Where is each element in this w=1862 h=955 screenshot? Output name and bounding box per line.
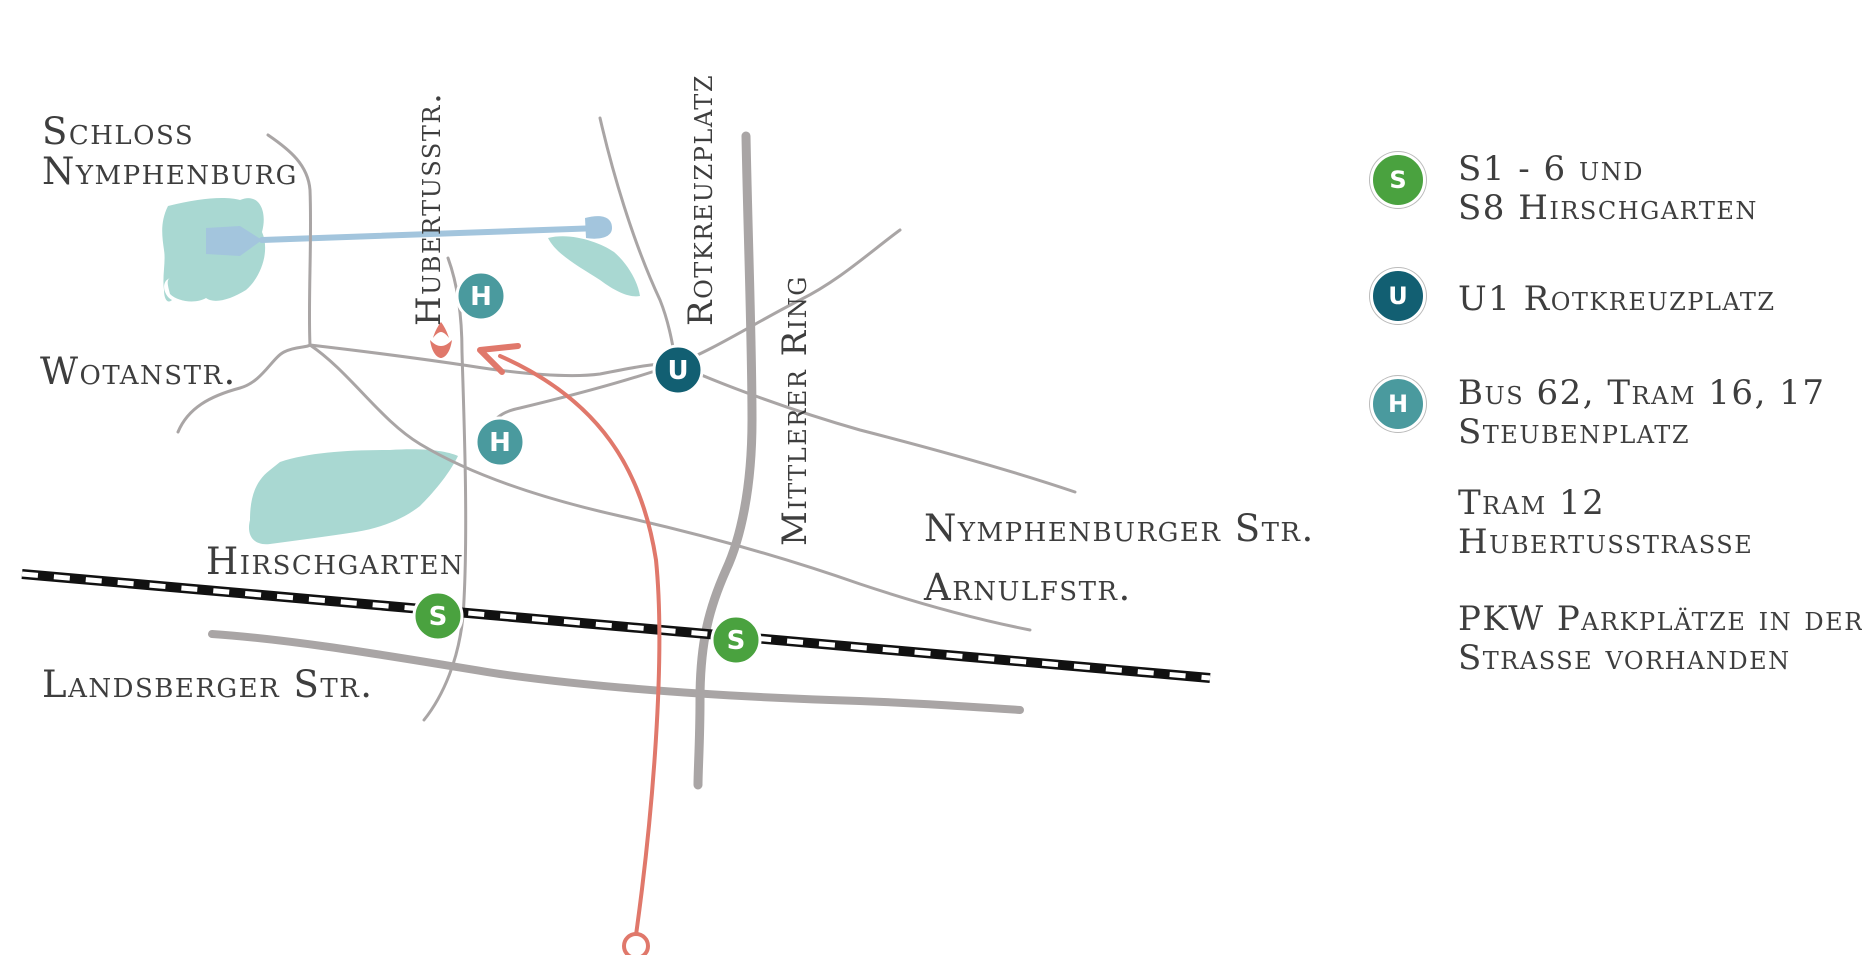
tulip-body [430, 340, 452, 358]
legend-line: PKW Parkplätze in der [1458, 599, 1862, 639]
hirschgarten-park [248, 449, 458, 545]
u-bahn-badge-icon: U [1370, 268, 1426, 324]
legend-parking: PKW Parkplätze in der Strasse vorhanden [1370, 599, 1862, 678]
stop-badge-hubertus: H [455, 270, 507, 322]
road-rotkreuz-north [598, 116, 678, 366]
tulip-logo-icon [430, 322, 452, 358]
road-wotan [176, 343, 312, 434]
legend-line: S8 Hirschgarten [1458, 188, 1758, 228]
legend-line: Hubertusstrasse [1458, 522, 1754, 562]
canal-basin [585, 216, 612, 239]
legend-bus: H Bus 62, Tram 16, 17 Steubenplatz [1370, 374, 1850, 452]
route-line [498, 354, 662, 937]
legend-tram: Tram 12 Hubertusstrasse [1370, 484, 1850, 562]
stop-letter: H [489, 428, 511, 458]
road-arnulf [308, 343, 1032, 632]
road-mittlerer-ring [693, 131, 757, 790]
tulip-petal [433, 322, 449, 338]
schloss-palace [206, 226, 262, 256]
legend-u-bahn-text: U1 Rotkreuzplatz [1458, 266, 1850, 319]
legend-parking-text: PKW Parkplätze in der Strasse vorhanden [1458, 599, 1862, 678]
label-nymphenburg: Nymphenburg [42, 150, 298, 193]
label-mittlerer-ring: Mittlerer Ring [775, 275, 815, 546]
u-bahn-circle [652, 344, 704, 396]
s-bahn-letter: S [727, 626, 746, 656]
railway [21, 569, 1211, 683]
legend-line: Tram 12 [1458, 483, 1606, 523]
label-nymphenburger: Nymphenburger Str. [924, 507, 1315, 550]
legend-tram-text: Tram 12 Hubertusstrasse [1458, 484, 1850, 562]
legend-line: Bus 62, Tram 16, 17 [1458, 373, 1826, 413]
canal [259, 225, 603, 243]
label-hubertusstr: Hubertusstr. [409, 92, 449, 326]
legend: S S1 - 6 und S8 Hirschgarten U U1 Rotkre… [1370, 150, 1862, 716]
schloss-park [162, 198, 266, 302]
road-schloss-west [266, 133, 313, 347]
stop-badge-steubenplatz: H [474, 416, 526, 468]
label-hirschgarten: Hirschgarten [206, 540, 464, 583]
legend-u-bahn: U U1 Rotkreuzplatz [1370, 266, 1850, 336]
s-bahn-badge-hirschgarten: S [412, 590, 464, 642]
route-arrow-head [477, 343, 521, 375]
road-hubertus [422, 256, 468, 722]
legend-bus-text: Bus 62, Tram 16, 17 Steubenplatz [1458, 374, 1850, 452]
label-wotanstr: Wotanstr. [40, 350, 237, 393]
label-landsberger: Landsberger Str. [42, 663, 374, 706]
label-arnulfstr: Arnulfstr. [923, 566, 1132, 609]
route-start-circle-icon [622, 932, 650, 955]
road-network [176, 116, 1077, 790]
stop-letter: H [470, 282, 492, 312]
road-landsberger [208, 630, 1024, 714]
legend-s-bahn-text: S1 - 6 und S8 Hirschgarten [1458, 150, 1850, 228]
s-bahn-circle [710, 614, 762, 666]
legend-line: Steubenplatz [1458, 412, 1690, 452]
railway-dashes [21, 571, 1211, 681]
s-bahn-badge-icon: S [1370, 152, 1426, 208]
stop-circle [455, 270, 507, 322]
s-bahn-circle [412, 590, 464, 642]
s-bahn-letter: S [429, 602, 448, 632]
label-schloss: Schloss [42, 110, 194, 153]
legend-line: U1 Rotkreuzplatz [1458, 279, 1776, 319]
legend-line: S1 - 6 und [1458, 149, 1644, 189]
legend-s-bahn: S S1 - 6 und S8 Hirschgarten [1370, 150, 1850, 228]
route [477, 343, 662, 955]
road-northeast [674, 228, 902, 366]
legend-line: Strasse vorhanden [1458, 638, 1791, 678]
stop-circle [474, 416, 526, 468]
u-bahn-badge-rotkreuzplatz: U [652, 344, 704, 396]
park-north-east [548, 236, 640, 297]
s-bahn-badge-east: S [710, 614, 762, 666]
label-rotkreuzplatz: Rotkreuzplatz [681, 74, 721, 326]
u-bahn-letter: U [667, 356, 688, 386]
bus-stop-badge-icon: H [1370, 376, 1426, 432]
